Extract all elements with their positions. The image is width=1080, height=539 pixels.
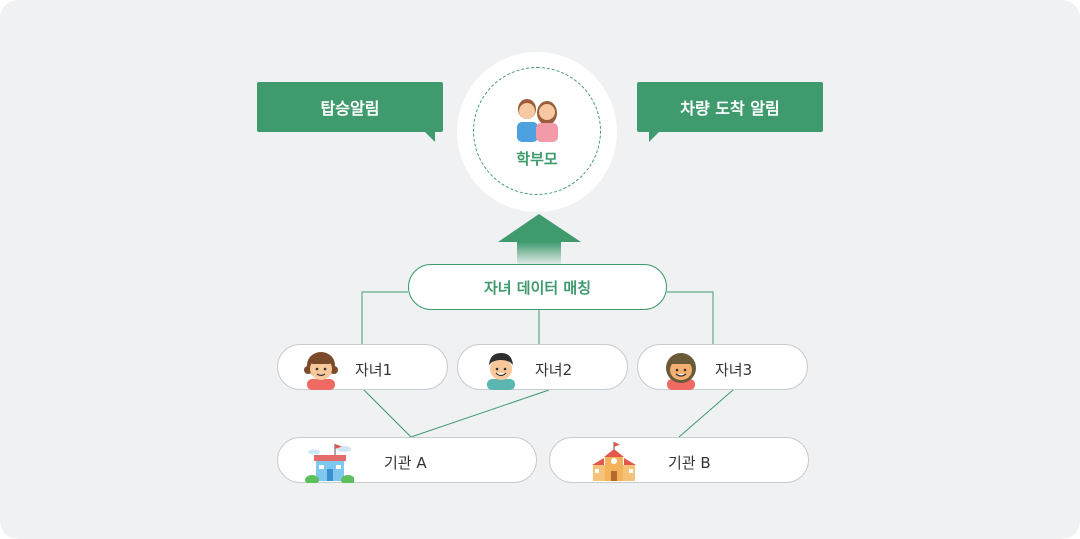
child-node-3: 자녀3 xyxy=(637,344,808,390)
parent-dashed-ring xyxy=(473,67,601,195)
bubble-tail xyxy=(425,132,435,142)
girl-avatar-icon xyxy=(302,348,340,394)
connector-child-1-school-a xyxy=(363,389,412,438)
connector-child-3-school-b xyxy=(678,389,734,438)
boarding-notification-bubble: 탑승알림 xyxy=(257,82,443,142)
child-label-1: 자녀1 xyxy=(355,361,393,379)
school-node-a: 기관 A xyxy=(277,437,537,485)
connector-match-child-1 xyxy=(361,291,408,344)
child-data-matching-node: 자녀 데이터 매칭 xyxy=(408,264,667,310)
arrival-notification-bubble: 차량 도착 알림 xyxy=(637,82,823,142)
school-building-icon xyxy=(304,441,355,487)
bubble-tail xyxy=(649,132,659,142)
arrival-notification-label: 차량 도착 알림 xyxy=(680,99,780,118)
up-arrow-icon xyxy=(498,214,581,266)
child-label-3: 자녀3 xyxy=(715,361,753,379)
school-label-b: 기관 B xyxy=(668,454,711,472)
school-building-icon xyxy=(590,441,638,487)
child-node-2: 자녀2 xyxy=(457,344,628,390)
parent-label: 학부모 xyxy=(516,150,558,168)
parents-icon xyxy=(513,96,561,146)
child-data-matching-label: 자녀 데이터 매칭 xyxy=(483,278,592,297)
girl-avatar-icon xyxy=(662,348,700,394)
child-node-1: 자녀1 xyxy=(277,344,448,390)
boy-avatar-icon xyxy=(482,348,520,394)
child-label-2: 자녀2 xyxy=(535,361,573,379)
school-node-b: 기관 B xyxy=(549,437,809,483)
boarding-notification-label: 탑승알림 xyxy=(320,99,380,118)
parent-node: 학부모 xyxy=(457,52,617,212)
school-label-a: 기관 A xyxy=(384,454,427,472)
connector-match-child-3 xyxy=(667,291,714,344)
connector-child-2-school-a xyxy=(410,389,550,438)
